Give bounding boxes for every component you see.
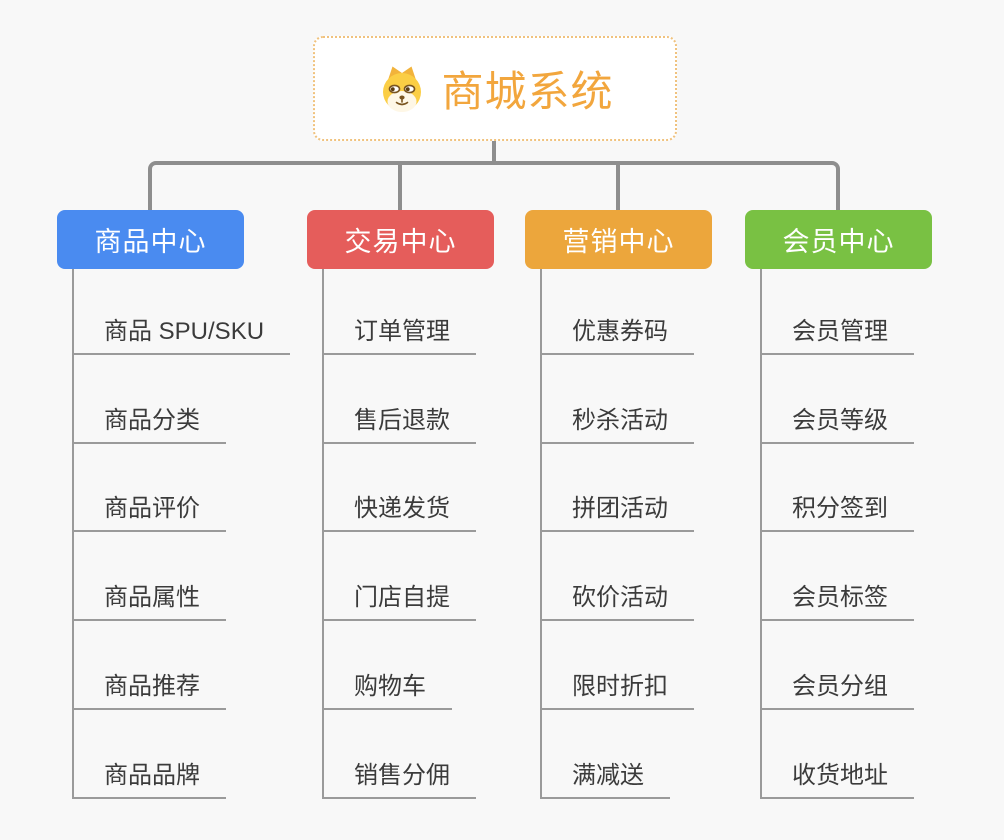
leaf-node[interactable]: 秒杀活动 bbox=[540, 400, 694, 444]
branch-node-trade-center[interactable]: 交易中心 bbox=[307, 210, 494, 269]
leaf-node[interactable]: 购物车 bbox=[322, 666, 452, 710]
leaf-node[interactable]: 商品 SPU/SKU bbox=[72, 311, 291, 355]
branch-marketing-center: 营销中心 优惠券码 秒杀活动 拼团活动 砍价活动 限时折扣 满减送 bbox=[525, 210, 712, 840]
leaf-node[interactable]: 门店自提 bbox=[322, 577, 476, 621]
leaf-node[interactable]: 快递发货 bbox=[322, 488, 476, 532]
leaf-node[interactable]: 收货地址 bbox=[760, 755, 914, 799]
leaf-node[interactable]: 优惠券码 bbox=[540, 311, 694, 355]
leaf-node[interactable]: 商品推荐 bbox=[72, 666, 226, 710]
branch-node-member-center[interactable]: 会员中心 bbox=[745, 210, 932, 269]
branch-node-marketing-center[interactable]: 营销中心 bbox=[525, 210, 712, 269]
leaf-node[interactable]: 商品分类 bbox=[72, 400, 226, 444]
leaf-node[interactable]: 会员等级 bbox=[760, 400, 914, 444]
leaf-node[interactable]: 积分签到 bbox=[760, 488, 914, 532]
branch-spine bbox=[322, 269, 324, 799]
connector-root-stub bbox=[492, 141, 496, 163]
leaf-node[interactable]: 商品品牌 bbox=[72, 755, 226, 799]
connector-bus bbox=[148, 161, 840, 210]
root-node[interactable]: 商城系统 bbox=[313, 36, 677, 141]
doge-icon bbox=[383, 66, 422, 112]
connector-drop-marketing bbox=[616, 164, 620, 210]
branch-spine bbox=[760, 269, 762, 799]
leaf-node[interactable]: 会员标签 bbox=[760, 577, 914, 621]
leaf-node[interactable]: 砍价活动 bbox=[540, 577, 694, 621]
branch-member-center: 会员中心 会员管理 会员等级 积分签到 会员标签 会员分组 收货地址 bbox=[745, 210, 932, 840]
leaf-node[interactable]: 会员管理 bbox=[760, 311, 914, 355]
leaf-node[interactable]: 订单管理 bbox=[322, 311, 476, 355]
leaf-node[interactable]: 售后退款 bbox=[322, 400, 476, 444]
leaf-node[interactable]: 商品评价 bbox=[72, 488, 226, 532]
branch-product-center: 商品中心 商品 SPU/SKU 商品分类 商品评价 商品属性 商品推荐 商品品牌 bbox=[57, 210, 291, 840]
leaf-node[interactable]: 拼团活动 bbox=[540, 488, 694, 532]
leaf-node[interactable]: 商品属性 bbox=[72, 577, 226, 621]
leaf-node[interactable]: 会员分组 bbox=[760, 666, 914, 710]
branch-node-product-center[interactable]: 商品中心 bbox=[57, 210, 244, 269]
leaf-node[interactable]: 限时折扣 bbox=[540, 666, 694, 710]
root-title: 商城系统 bbox=[441, 68, 614, 115]
branch-spine bbox=[540, 269, 542, 799]
branch-trade-center: 交易中心 订单管理 售后退款 快递发货 门店自提 购物车 销售分佣 bbox=[307, 210, 494, 840]
branch-spine bbox=[72, 269, 74, 799]
connector-drop-trade bbox=[398, 164, 402, 210]
leaf-node[interactable]: 满减送 bbox=[540, 755, 670, 799]
leaf-node[interactable]: 销售分佣 bbox=[322, 755, 476, 799]
